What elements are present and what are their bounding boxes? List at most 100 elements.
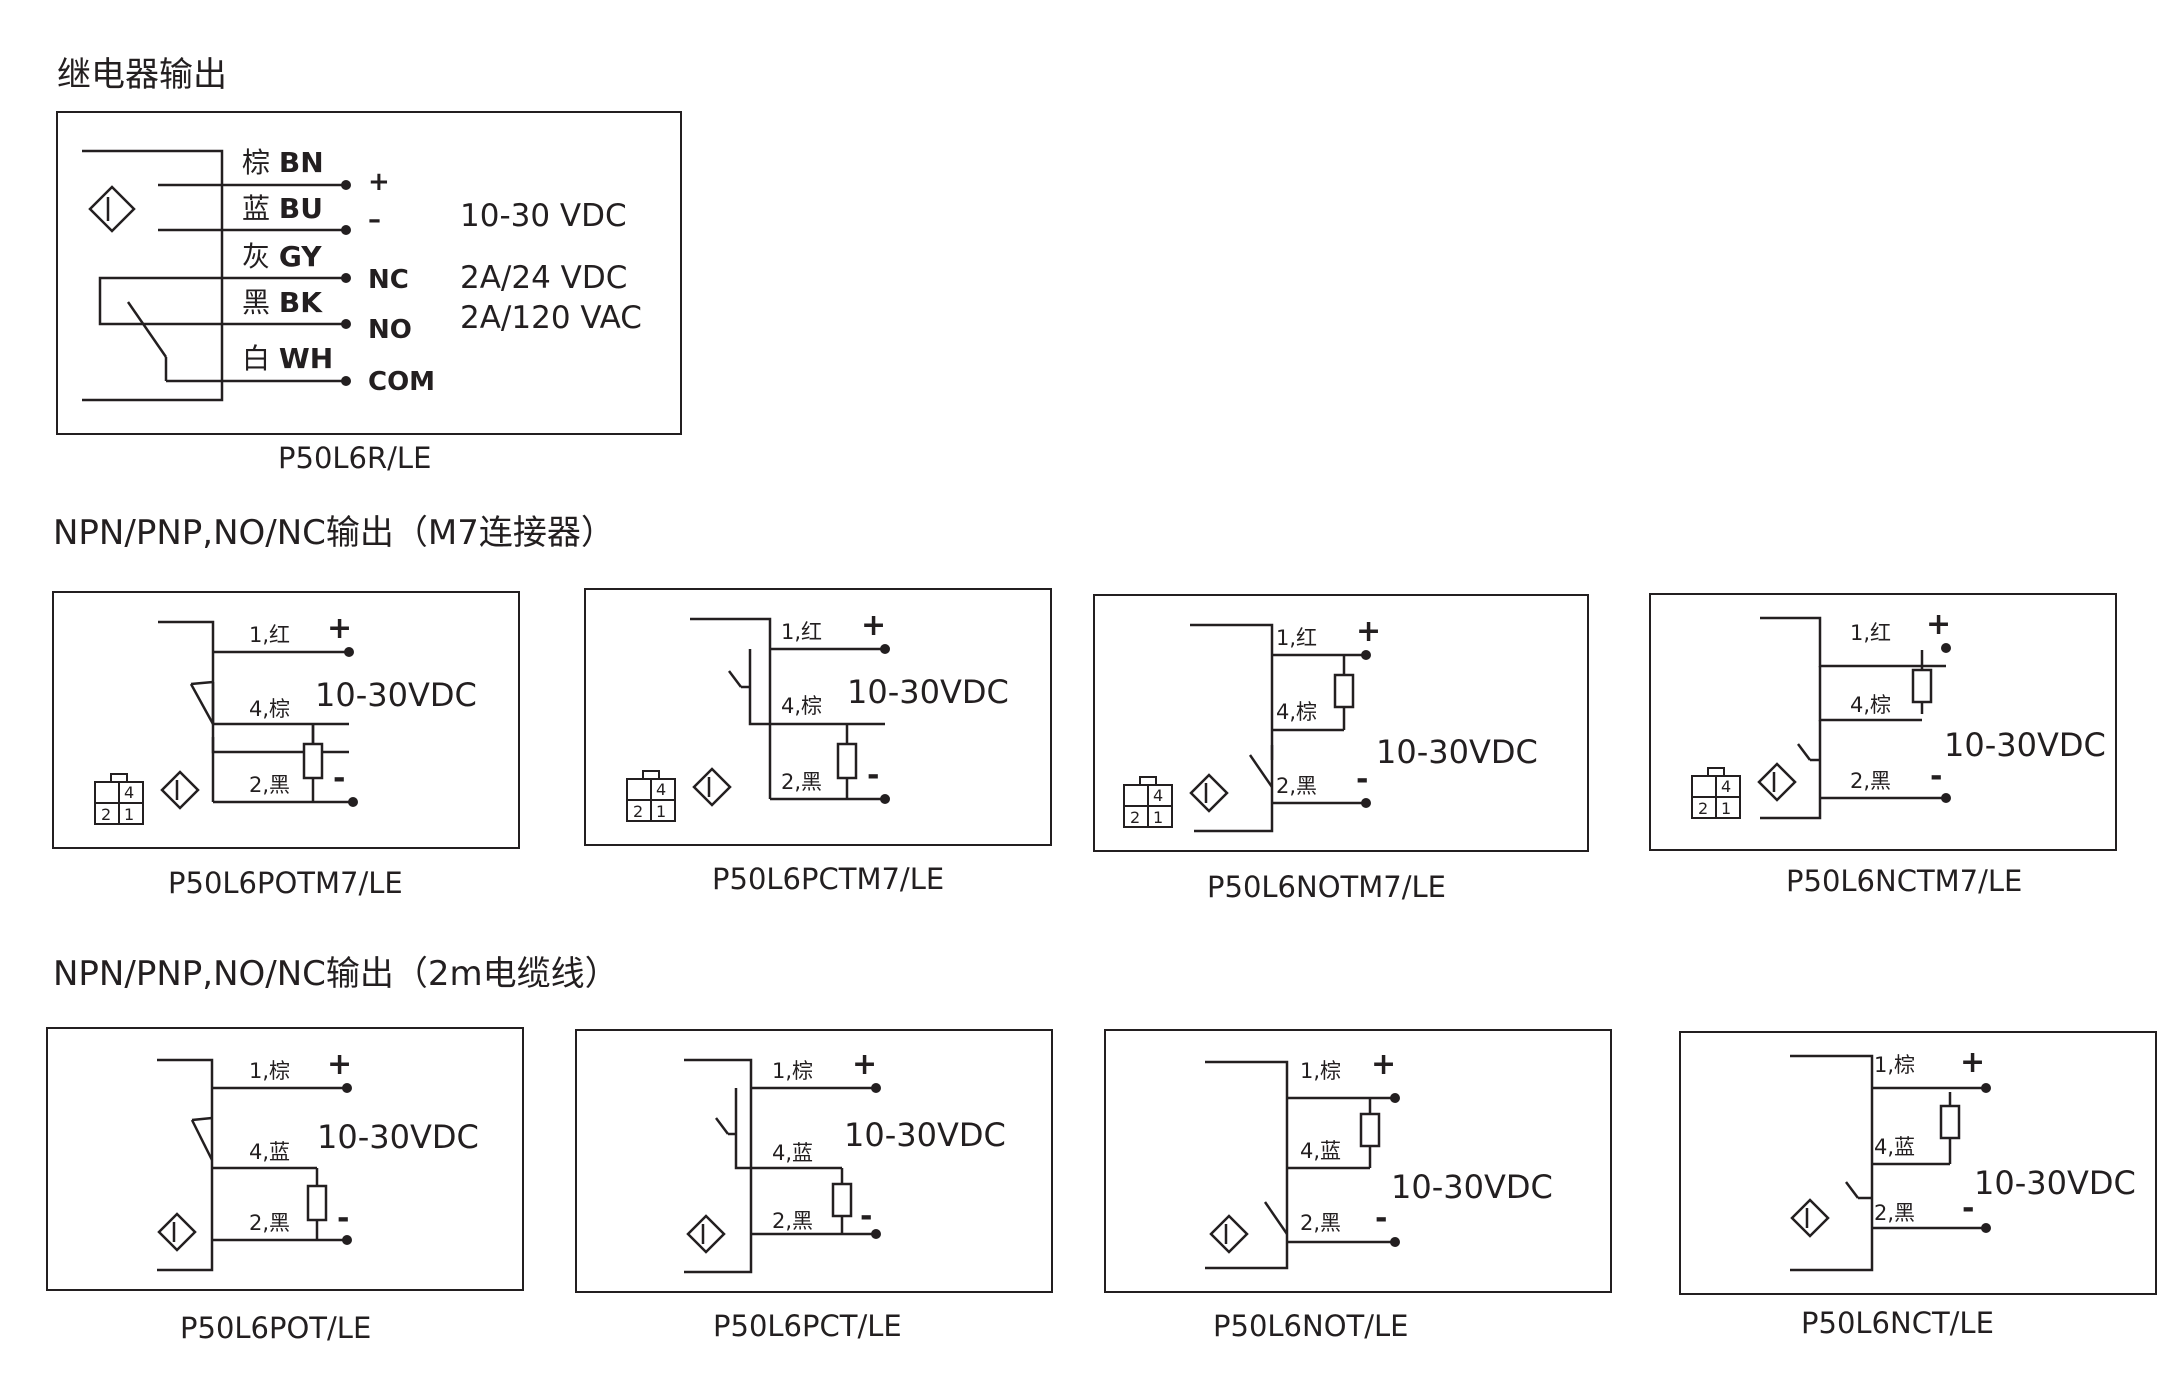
svg-text:4: 4	[656, 780, 666, 799]
m7-diagram-pnp-no	[52, 591, 520, 849]
svg-text:+: +	[1356, 614, 1381, 649]
svg-text:-: -	[337, 1201, 349, 1236]
svg-text:2,黑: 2,黑	[1874, 1201, 1915, 1225]
svg-text:+: +	[327, 611, 352, 646]
cable-diagram-pnp-nc	[575, 1029, 1053, 1293]
m7-diagram-npn-nc	[1649, 593, 2117, 851]
svg-text:-: -	[860, 1199, 872, 1234]
svg-text:白 WH: 白 WH	[242, 342, 333, 375]
svg-text:2,黑: 2,黑	[1850, 769, 1891, 793]
svg-text:1,棕: 1,棕	[1874, 1053, 1915, 1077]
svg-text:4,棕: 4,棕	[249, 697, 290, 721]
svg-text:-: -	[1930, 759, 1942, 794]
connector-icon	[1691, 767, 1741, 819]
model-label: P50L6NOTM7/LE	[1207, 870, 1446, 904]
svg-text:灰 GY: 灰 GY	[242, 240, 322, 273]
svg-text:4,蓝: 4,蓝	[249, 1140, 290, 1164]
m7-labels-1: 1,红 4,棕 2,黑 + - 10-30VDC 4 2 1	[101, 611, 477, 824]
inductive-sensor-icon	[692, 767, 732, 807]
wire-code: GY	[279, 240, 322, 273]
svg-text:1,棕: 1,棕	[249, 1059, 290, 1083]
terminal-label: COM	[368, 367, 435, 397]
wire-color: 棕	[242, 146, 270, 179]
svg-text:4,棕: 4,棕	[781, 694, 822, 718]
svg-text:+: +	[861, 608, 886, 643]
svg-text:4,蓝: 4,蓝	[772, 1141, 813, 1165]
svg-text:2,黑: 2,黑	[1276, 774, 1317, 798]
model-label: P50L6PCT/LE	[713, 1309, 902, 1343]
wire-color: 灰	[242, 240, 270, 273]
svg-text:-: -	[1356, 762, 1368, 797]
svg-text:4,蓝: 4,蓝	[1874, 1135, 1915, 1159]
cable-labels-4: 1,棕 4,蓝 2,黑 + - 10-30VDC	[1874, 1045, 2136, 1226]
svg-text:2,黑: 2,黑	[249, 773, 290, 797]
svg-text:-: -	[1962, 1191, 1974, 1226]
svg-text:4: 4	[1721, 777, 1731, 796]
inductive-sensor-icon	[1790, 1198, 1830, 1238]
svg-text:2,黑: 2,黑	[249, 1211, 290, 1235]
svg-text:1,红: 1,红	[1276, 626, 1317, 650]
section-title-m7: NPN/PNP,NO/NC输出（M7连接器）	[53, 513, 615, 553]
svg-text:1: 1	[656, 802, 666, 821]
wire-code: BK	[279, 286, 323, 319]
svg-text:1,棕: 1,棕	[772, 1059, 813, 1083]
inductive-sensor-icon	[1189, 773, 1229, 813]
svg-text:2: 2	[101, 805, 111, 824]
m7-diagram-npn-no	[1093, 594, 1589, 852]
wire-color: 白	[242, 342, 270, 375]
connector-icon	[1123, 776, 1173, 828]
relay-labels: 棕 BN 蓝 BU 灰 GY 黑 BK 白 WH + – NC NO COM 1…	[242, 146, 642, 397]
section-title-relay: 继电器输出	[57, 55, 227, 95]
svg-text:1,红: 1,红	[249, 623, 290, 647]
inductive-sensor-icon	[157, 1212, 197, 1252]
terminal-label: NO	[368, 315, 412, 345]
svg-text:1: 1	[1153, 808, 1163, 827]
svg-text:2,黑: 2,黑	[781, 770, 822, 794]
svg-text:-: -	[867, 758, 879, 793]
svg-text:2: 2	[633, 802, 643, 821]
svg-text:10-30VDC: 10-30VDC	[844, 1116, 1006, 1154]
cable-labels-1: 1,棕 4,蓝 2,黑 + - 10-30VDC	[249, 1047, 479, 1236]
svg-text:-: -	[1375, 1201, 1387, 1236]
connector-icon	[626, 770, 676, 822]
relay-rating-ac: 2A/120 VAC	[460, 300, 642, 336]
model-label: P50L6NCTM7/LE	[1786, 864, 2022, 898]
inductive-sensor-icon	[88, 185, 136, 233]
cable-labels-3: 1,棕 4,蓝 2,黑 + - 10-30VDC	[1300, 1047, 1553, 1236]
m7-diagram-pnp-nc	[584, 588, 1052, 846]
cable-diagram-npn-nc	[1679, 1031, 2157, 1295]
model-label: P50L6NOT/LE	[1213, 1309, 1408, 1343]
m7-labels-2: 1,红 4,棕 2,黑 + - 10-30VDC 4 2 1	[633, 608, 1009, 821]
m7-labels-4: 1,红 4,棕 2,黑 + - 10-30VDC 4 2 1	[1698, 607, 2106, 818]
svg-text:1: 1	[1721, 799, 1731, 818]
cable-labels-2: 1,棕 4,蓝 2,黑 + - 10-30VDC	[772, 1047, 1006, 1234]
svg-text:+: +	[852, 1047, 877, 1082]
relay-rating-dc: 2A/24 VDC	[460, 260, 627, 296]
supply-voltage: 10-30 VDC	[460, 198, 627, 234]
inductive-sensor-icon	[686, 1214, 726, 1254]
svg-text:10-30VDC: 10-30VDC	[1376, 733, 1538, 771]
wire-code: BU	[279, 192, 323, 225]
model-label: P50L6NCT/LE	[1801, 1306, 1994, 1340]
svg-text:2: 2	[1130, 808, 1140, 827]
cable-diagram-pnp-no	[46, 1027, 524, 1291]
svg-text:-: -	[333, 761, 345, 796]
terminal-label: NC	[368, 265, 409, 295]
model-label: P50L6R/LE	[278, 441, 431, 475]
svg-text:10-30VDC: 10-30VDC	[1391, 1168, 1553, 1206]
inductive-sensor-icon	[1757, 762, 1797, 802]
wire-code: BN	[279, 146, 324, 179]
svg-text:2: 2	[1698, 799, 1708, 818]
inductive-sensor-icon	[1209, 1214, 1249, 1254]
svg-text:4: 4	[1153, 786, 1163, 805]
wire-color: 蓝	[242, 192, 270, 225]
m7-labels-3: 1,红 4,棕 2,黑 + - 10-30VDC 4 2 1	[1130, 614, 1538, 827]
inductive-sensor-icon	[160, 770, 200, 810]
model-label: P50L6PCTM7/LE	[712, 862, 944, 896]
section-title-cable: NPN/PNP,NO/NC输出（2m电缆线）	[53, 954, 619, 994]
svg-text:蓝 BU: 蓝 BU	[242, 192, 323, 225]
wire-color: 黑	[242, 286, 270, 319]
cable-diagram-npn-no	[1104, 1029, 1612, 1293]
